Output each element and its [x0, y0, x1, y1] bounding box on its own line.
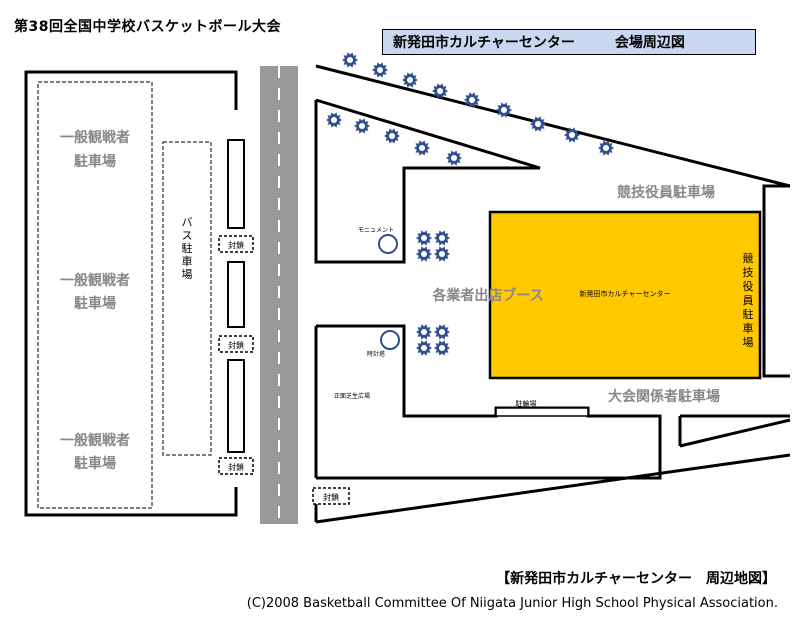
gate-1: 封鎖: [218, 235, 254, 253]
gate-2: 封鎖: [218, 335, 254, 353]
culture-center-building: [488, 210, 762, 380]
tree-icon: [416, 230, 432, 246]
staff-parking-label: 大会関係者駐車場: [608, 388, 720, 405]
strip-2: [227, 261, 245, 328]
vendor-booth-label: 各業者出店ブース: [431, 287, 543, 304]
tree-icon: [446, 150, 462, 166]
gate-3-label: 封鎖: [228, 462, 244, 472]
bike-parking-label: 駐輪場: [516, 399, 537, 408]
official-parking-label: 競技役員駐車場: [617, 184, 715, 201]
tree-markers: [326, 52, 614, 356]
front-lawn-label: 正面芝生広場: [334, 392, 370, 400]
spectator-parking-3-line2: 駐車場: [74, 455, 116, 472]
gate-3: 封鎖: [218, 457, 254, 475]
spectator-parking-2-line2: 駐車場: [74, 295, 116, 312]
spectator-parking-3-line1: 一般観戦者: [60, 432, 130, 449]
monument-marker: [378, 234, 398, 254]
spectator-parking-1-line2: 駐車場: [74, 153, 116, 170]
tree-icon: [414, 140, 430, 156]
upper-street-edge: [315, 64, 791, 188]
upper-left-block: [314, 98, 541, 264]
gate-4-label: 封鎖: [323, 492, 339, 502]
building-label: 新発田市カルチャーセンター: [580, 289, 671, 298]
strip-3: [227, 359, 245, 453]
tree-icon: [564, 127, 580, 143]
tree-icon: [434, 324, 450, 340]
official-parking-vertical-label: 競技役員駐車場: [743, 251, 754, 349]
tree-icon: [416, 324, 432, 340]
strip-1: [227, 139, 245, 229]
clock-tower-marker: [380, 330, 400, 350]
header-subtitle: 会場周辺図: [614, 35, 685, 51]
gate-2-label: 封鎖: [228, 340, 244, 350]
map-caption: 【新発田市カルチャーセンター 周辺地図】: [496, 571, 776, 587]
left-lot-outline: [24, 70, 238, 517]
tree-icon: [496, 102, 512, 118]
lower-right-diagonal: [679, 418, 791, 448]
lower-street-edge: [315, 453, 791, 524]
copyright-notice: (C)2008 Basketball Committee Of Niigata …: [246, 596, 778, 611]
bike-parking-area: [495, 407, 589, 417]
spectator-parking-1-line1: 一般観戦者: [60, 129, 130, 146]
tree-icon: [416, 340, 432, 356]
tree-icon: [402, 72, 418, 88]
tree-icon: [372, 62, 388, 78]
spectator-parking-area: [37, 81, 153, 509]
tree-icon: [434, 340, 450, 356]
tree-icon: [432, 83, 448, 99]
monument-label: モニュメント: [358, 227, 394, 234]
right-edge: [762, 184, 790, 378]
clock-tower-label: 時計塔: [367, 350, 385, 358]
tree-icon: [342, 52, 358, 68]
tree-icon: [354, 118, 370, 134]
tree-icon: [530, 116, 546, 132]
tree-icon: [434, 246, 450, 262]
bus-parking-area: [162, 141, 212, 456]
gate-1-label: 封鎖: [228, 240, 244, 250]
header-box: 新発田市カルチャーセンター 会場周辺図: [382, 29, 756, 55]
bus-parking-label: バス駐車場: [182, 216, 193, 281]
tree-icon: [464, 92, 480, 108]
tree-icon: [416, 246, 432, 262]
header-venue: 新発田市カルチャーセンター: [393, 35, 575, 51]
tree-icon: [384, 128, 400, 144]
event-title: 第38回全国中学校バスケットボール大会: [14, 19, 281, 35]
tree-icon: [598, 140, 614, 156]
spectator-parking-2-line1: 一般観戦者: [60, 272, 130, 289]
tree-icon: [434, 230, 450, 246]
tree-icon: [326, 112, 342, 128]
gate-4: 封鎖: [312, 487, 350, 505]
